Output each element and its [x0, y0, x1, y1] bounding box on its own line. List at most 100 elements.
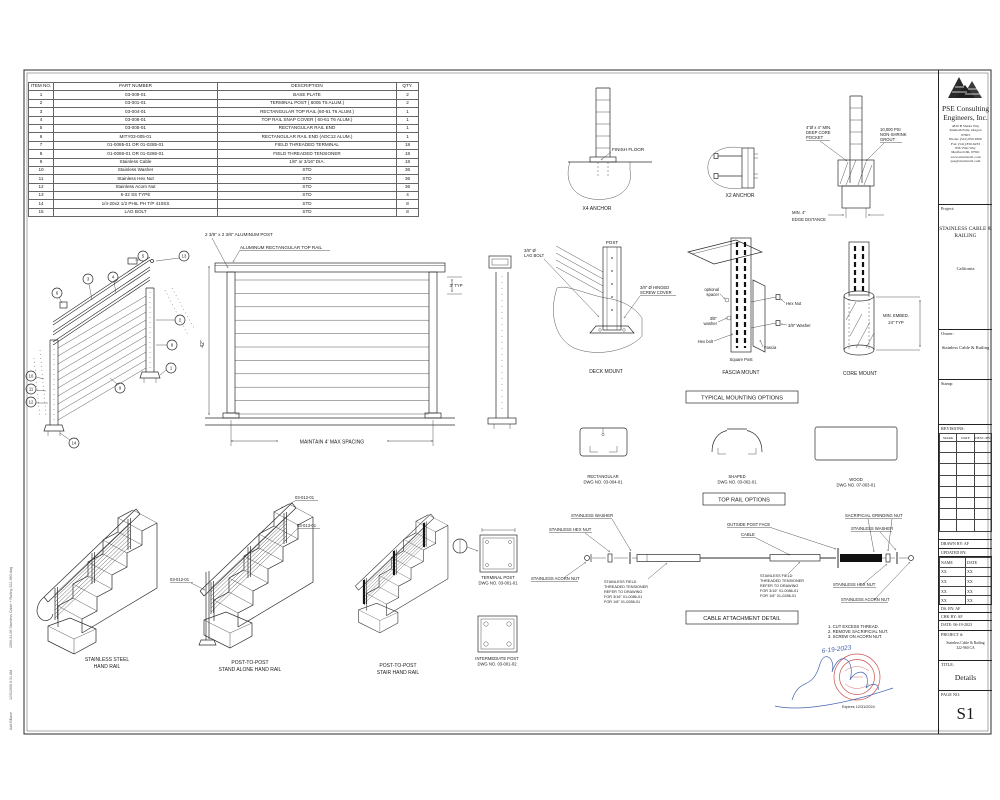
balloon-14: 14 [59, 432, 80, 449]
sheet-title: Details [954, 673, 977, 682]
tensioner-note-left-2: THREADED TENSIONER [604, 585, 648, 589]
balloon-1: 1 [159, 362, 177, 376]
lag-bolt-label-2: LAG BOLT [524, 253, 545, 258]
stainless-hex-nut-left-label: STAINLESS HEX NUT [549, 527, 592, 532]
post-to-post-stair-view: POST-TO-POST STAIR HAND RAIL [354, 513, 449, 676]
balloon-5: 5 [135, 250, 149, 262]
part-label-03-012-01-top: 03-012-01 [295, 495, 315, 500]
aluminum-top-rail-label: ALUMINUM RECTANGULAR TOP RAIL [240, 245, 323, 250]
edge-distance-label-1: MIN. 4" [792, 210, 806, 215]
balloon-10: 10 [25, 370, 45, 382]
revision-row [939, 452, 992, 465]
engineer-stamp: 6-19-2023 Expires 12/31/2024 [774, 644, 894, 709]
project-number-label: PROJECT #: [941, 632, 964, 637]
rectangular-option-label: RECTANGULAR [587, 474, 618, 479]
margin-note-timestamp: 12/5/2008 6:31 AM [9, 670, 13, 700]
x2-anchor-detail: X2 ANCHOR [707, 146, 758, 199]
cable-attachment-detail: STAINLESS WASHER STAINLESS HEX NUT STAIN… [531, 513, 914, 639]
stainless-steel-hand-rail-view: STAINLESS STEEL HAND RAIL [36, 508, 158, 670]
deck-mount-detail: POST 3/8" Ø HINGED SCREW COVER 3/8" Ø LA… [524, 240, 676, 375]
project-number-line1: Stainless Cable & Railing [946, 641, 985, 645]
balloon-8-number: 8 [171, 343, 174, 348]
parts-table-row: 15 LAG BOLT STD 8 [28, 207, 419, 218]
company-section: PSE Consulting Engineers, Inc. 4810 B Sh… [939, 70, 992, 205]
exploded-assembly-view: 6 3 4 5 13 2 8 1 9 14 10 11 12 [25, 250, 196, 449]
screw-cover-label-2: SCREW COVER [640, 290, 672, 295]
stainless-washer-left-label: STAINLESS WASHER [571, 513, 613, 518]
balloon-12-number: 12 [29, 400, 34, 405]
top-rail-options-label: TOP RAIL OPTIONS [718, 498, 770, 504]
post-to-post-stair-label-2: STAIR HAND RAIL [377, 670, 420, 676]
fascia-label: Fascia [764, 345, 777, 350]
page-number-section: PAGE NO: S1 [939, 691, 992, 734]
stamp-expires-label: Expires 12/31/2024 [842, 705, 875, 709]
tensioner-note-right-5: FOR 1/8" 01-0286-01 [760, 594, 796, 598]
tensioner-note-right-1: STAINLESS FIELD [760, 574, 793, 578]
project-label: Project: [941, 206, 955, 211]
title-block: PSE Consulting Engineers, Inc. 4810 B Sh… [938, 70, 992, 734]
stainless-acorn-nut-right-label: STAINLESS ACORN NUT [841, 597, 890, 602]
project-number-line2: 322-960 CA [956, 645, 975, 650]
cable-attachment-detail-label: CABLE ATTACHMENT DETAIL [703, 616, 781, 622]
stainless-washer-right-label: STAINLESS WASHER [851, 526, 893, 531]
min-embed-label-1: MIN. EMBED. [883, 313, 909, 318]
contact-line: www.structural1.com [950, 154, 981, 159]
rectangular-option-dwg: DWG NO. 03-004-01 [583, 480, 623, 485]
stamp-label: Stamp: [941, 381, 954, 386]
hex-bolt-label: Hex bolt [698, 339, 714, 344]
stainless-acorn-nut-left-label: STAINLESS ACORN NUT [531, 576, 580, 581]
contact-line: Medford OR, 97501 [951, 150, 980, 155]
tensioner-note-right-2: THREADED TENSIONER [760, 579, 804, 583]
core-pocket-label-1: 4"Ø x 4" MIN. [806, 125, 831, 130]
typical-mounting-options-title: TYPICAL MOUNTING OPTIONS [685, 390, 799, 404]
drawn-by-row: DRAWN BY: AF [939, 540, 992, 549]
date-row: DATE: 06-19-2023 [939, 621, 992, 631]
page-number-label: PAGE NO: [941, 692, 961, 697]
tensioner-note-left-4: FOR 3/16" 01-0086-01 [604, 595, 642, 599]
company-logo [939, 73, 992, 104]
balloon-8: 8 [156, 339, 178, 351]
title-label: TITLE: [941, 662, 955, 667]
note-2: 2. REMOVE SACRIFICIAL NUT. [828, 629, 888, 634]
sheet-border [23, 69, 992, 735]
balloon-2-number: 2 [179, 318, 182, 323]
hex-nut-label: Hex Nut [786, 301, 802, 306]
screw-cover-label-1: 3/8" Ø HINGED [640, 285, 669, 290]
cable-label: CABLE [741, 532, 755, 537]
revision-row [939, 508, 992, 521]
terminal-post-label-2: DWG NO. 03-001-01 [478, 581, 518, 586]
intermediate-post-label-1: INTERMEDIATE POST [475, 656, 519, 661]
contact-line: Fax: (541) 850-6233 [951, 141, 980, 146]
balloon-2: 2 [156, 314, 186, 326]
dim-42-inches: 42" [200, 340, 206, 348]
part-label-03-012-01-left: 03-012-01 [170, 577, 190, 582]
x2-anchor-label: X2 ANCHOR [726, 193, 755, 199]
balloon-9: 9 [109, 377, 126, 394]
contact-line: Klamath Falls, Oregon [949, 128, 982, 133]
core-pocket-label-2: DEEP CORE [806, 130, 831, 135]
post-elevation-view [487, 255, 517, 429]
terminal-post-section: TERMINAL POST DWG NO. 03-001-01 [452, 528, 518, 586]
finish-floor-label: FINISH FLOOR [612, 147, 645, 152]
margin-plot-notes: 2006-04-06 Stainless Cable + Railing 322… [9, 567, 13, 730]
stainless-hex-nut-right-label: STAINLESS HEX NUT [833, 582, 876, 587]
updated-by-row: UPDATED BY: [939, 549, 992, 557]
grout-label-2: NON-SHRINK [880, 132, 907, 137]
core-pocket-detail: 4"Ø x 4" MIN. DEEP CORE POCKET 10,000 PS… [792, 95, 907, 222]
balloon-1-number: 1 [170, 366, 173, 371]
min-embed-label-2: 24" TYP [888, 320, 904, 325]
balloon-4: 4 [107, 271, 119, 294]
square-post-label: Square Post [729, 357, 753, 362]
tensioner-note-left-3: REFER TO DRAWING [604, 590, 642, 594]
tensioner-note-left-1: STAINLESS FIELD [604, 580, 637, 584]
contact-line: 97603 [961, 132, 970, 137]
parts-table: ITEM NO. PART NUMBER DESCRIPTION QTY. 1 … [28, 81, 419, 218]
core-mount-label: CORE MOUNT [843, 371, 877, 377]
post-label: POST [606, 240, 619, 245]
post-to-post-stair-label-1: POST-TO-POST [379, 663, 416, 669]
washer-left-label-1: 3/8" [710, 316, 718, 321]
grout-label-1: 10,000 PSI [880, 127, 901, 132]
